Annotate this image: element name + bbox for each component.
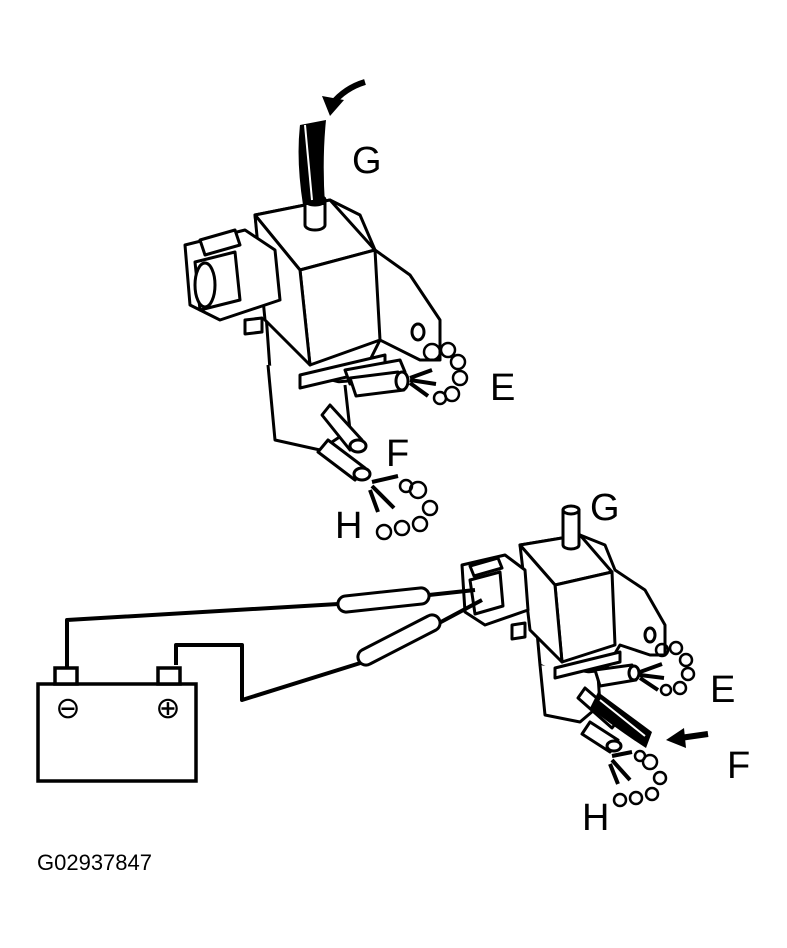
upper-label-e: E <box>490 367 515 409</box>
upper-exhaust-h-icon <box>368 474 439 541</box>
lower-hose-f <box>590 692 652 748</box>
upper-airflow-arrow-icon <box>322 79 366 116</box>
upper-hose-g <box>298 120 326 205</box>
lower-label-f: F <box>727 745 750 787</box>
lower-valve <box>460 504 667 754</box>
lower-exhaust-e-icon <box>638 640 696 697</box>
battery <box>36 666 198 783</box>
upper-label-f: F <box>386 433 409 475</box>
upper-exhaust-e-icon <box>408 341 469 406</box>
upper-label-h: H <box>335 505 362 547</box>
lower-label-e: E <box>710 669 735 711</box>
figure-code: G02937847 <box>37 850 152 875</box>
upper-valve <box>183 193 442 482</box>
battery-positive-icon: ⊕ <box>155 691 180 726</box>
lower-airflow-arrow-icon <box>666 728 709 748</box>
lower-label-h: H <box>582 797 609 839</box>
lower-label-g: G <box>590 487 620 529</box>
upper-label-g: G <box>352 140 382 182</box>
test-lead-sleeves <box>336 586 442 667</box>
battery-negative-icon: ⊖ <box>55 691 80 726</box>
lower-exhaust-h-icon <box>608 749 668 808</box>
